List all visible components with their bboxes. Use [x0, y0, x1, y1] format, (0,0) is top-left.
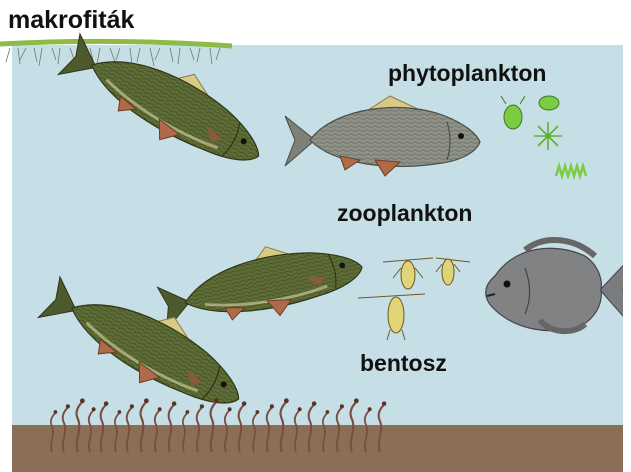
- label-phytoplankton: phytoplankton: [388, 60, 546, 87]
- frame-edge: [623, 45, 631, 472]
- water-body: [12, 45, 623, 430]
- label-benthos: bentosz: [360, 350, 447, 377]
- label-zooplankton: zooplankton: [337, 200, 472, 227]
- label-macrophytes: makrofiták: [8, 6, 134, 35]
